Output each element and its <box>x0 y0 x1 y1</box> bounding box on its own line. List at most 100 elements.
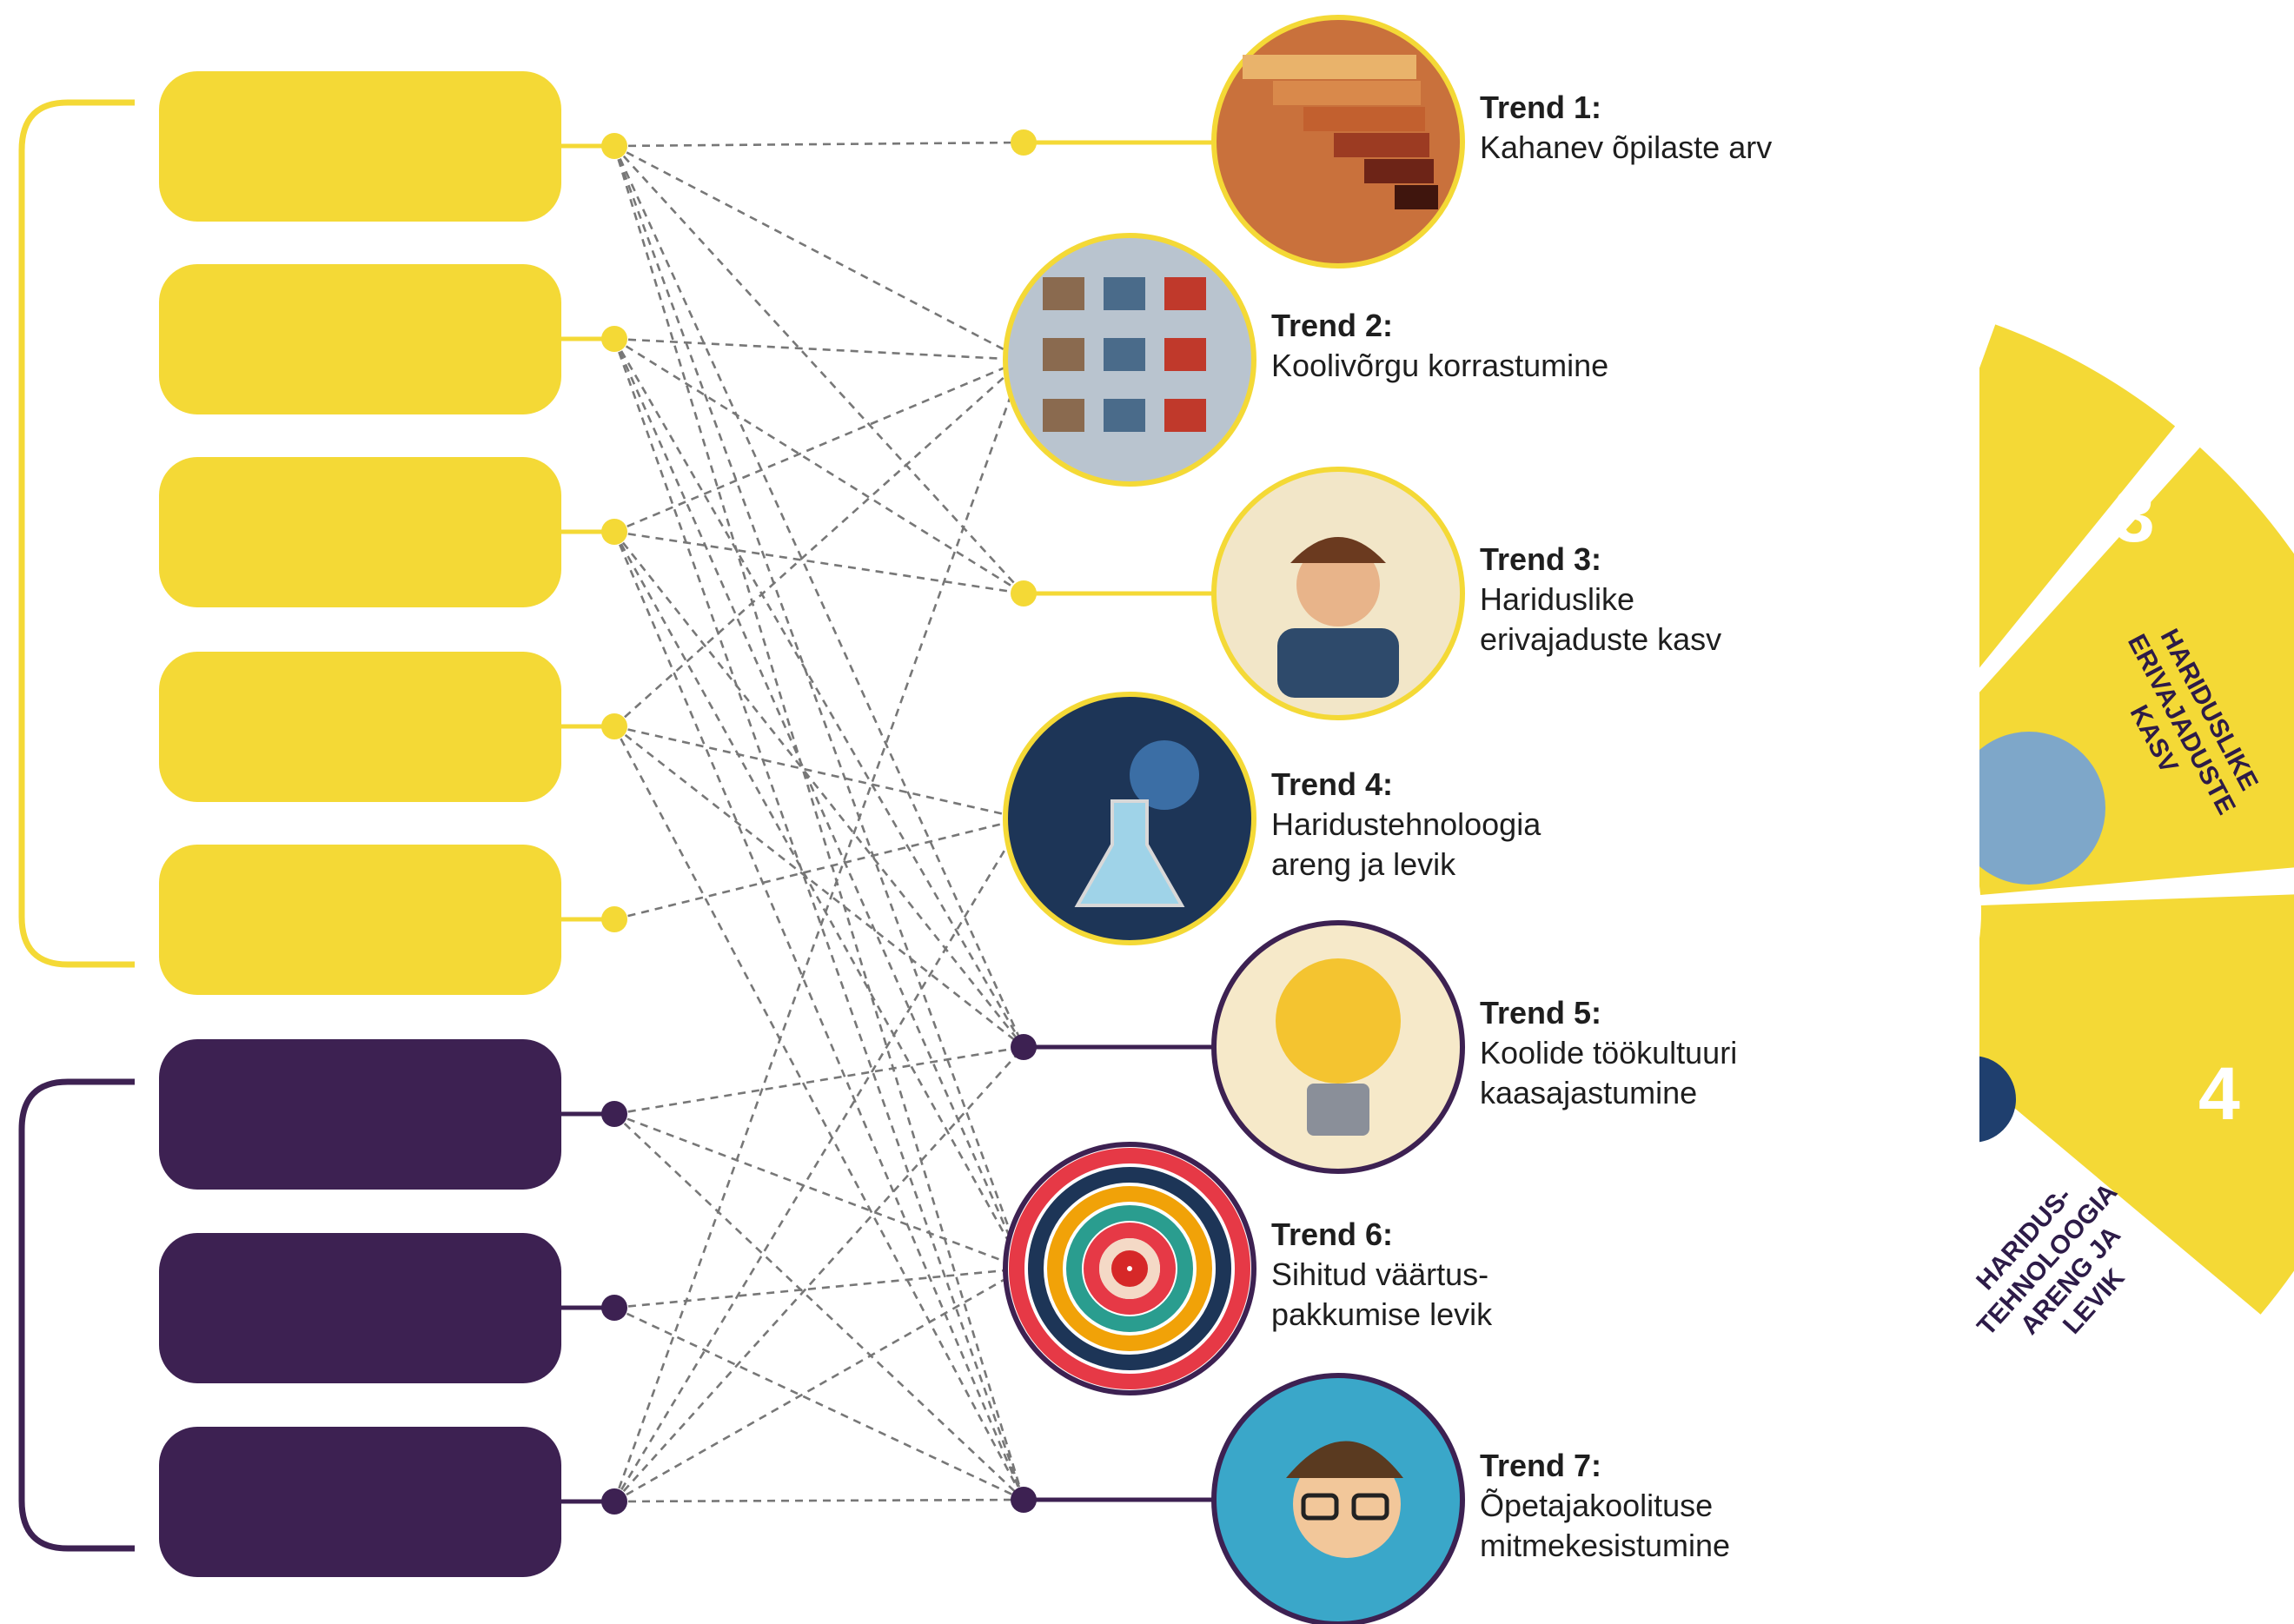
trend-title: Trend 5: <box>1480 995 1602 1031</box>
trend-title: Trend 3: <box>1480 541 1602 577</box>
connector-8-7 <box>613 1498 1024 1503</box>
connector-2-3 <box>613 337 1024 595</box>
student-with-symbols-icon <box>1211 467 1465 720</box>
bulb-glass <box>1276 958 1401 1084</box>
trend-description: Koolivõrgu korrastumine <box>1271 348 1609 383</box>
connector-5-4 <box>613 817 1024 921</box>
target-ring <box>1047 1186 1212 1351</box>
trend-description: Haridustehnoloogia areng ja levik <box>1271 806 1541 882</box>
stair-step <box>1243 55 1416 79</box>
connector-4-4 <box>613 725 1024 820</box>
connector-lines <box>561 129 1214 1515</box>
map-block <box>1043 399 1084 432</box>
connector-3-6 <box>613 531 1025 1269</box>
wheel-segment-number: 4 <box>2198 1052 2240 1136</box>
trend-images <box>1003 15 1465 1624</box>
connector-1-1 <box>613 141 1024 148</box>
science-lab-icon <box>1003 692 1256 945</box>
connector-8-5 <box>613 1046 1024 1502</box>
trend-description: Koolide töökultuuri kaasajastumine <box>1480 1035 1738 1110</box>
stair-step <box>1395 185 1438 209</box>
factor-dot-6 <box>601 1101 627 1127</box>
student-hair <box>1290 537 1386 563</box>
bulb-base <box>1307 1084 1369 1136</box>
factor-dot-1 <box>601 133 627 159</box>
factor-box-8 <box>159 1427 561 1577</box>
trend-2-text: Trend 2: Koolivõrgu korrastumine <box>1271 306 1608 386</box>
trend-dot-3 <box>1011 580 1037 607</box>
trend-title: Trend 6: <box>1271 1216 1394 1252</box>
connector-7-7 <box>613 1306 1024 1501</box>
connector-6-6 <box>613 1112 1024 1270</box>
map-block <box>1104 338 1145 371</box>
connector-3-2 <box>613 358 1024 534</box>
trend-title: Trend 4: <box>1271 766 1394 802</box>
map-block <box>1164 399 1206 432</box>
map-block <box>1104 277 1145 310</box>
factor-dot-4 <box>601 713 627 739</box>
map-block <box>1043 277 1084 310</box>
group-brackets <box>18 99 135 1552</box>
student-face <box>1296 543 1380 626</box>
target-ring <box>1066 1205 1193 1332</box>
factor-dot-2 <box>601 326 627 352</box>
trend-5-text: Trend 5: Koolide töökultuuri kaasajastumi… <box>1480 993 1737 1113</box>
connector-6-7 <box>613 1113 1024 1501</box>
map-block <box>1164 277 1206 310</box>
trend-description: Kahanev õpilaste arv <box>1480 129 1773 165</box>
factor-box-7 <box>159 1233 561 1383</box>
connector-3-5 <box>613 531 1025 1048</box>
target-ring <box>1111 1250 1148 1287</box>
target-icon <box>1003 1142 1256 1395</box>
trend-title: Trend 2: <box>1271 308 1394 343</box>
connector-2-7 <box>613 338 1025 1501</box>
map-block <box>1104 399 1145 432</box>
factor-dot-3 <box>601 519 627 545</box>
map-block <box>1164 338 1206 371</box>
connector-4-5 <box>613 725 1024 1049</box>
demand-bracket <box>18 99 135 968</box>
target-ring <box>1099 1238 1160 1299</box>
trend-dot-5 <box>1011 1034 1037 1060</box>
map-block <box>1043 338 1084 371</box>
trend-title: Trend 7: <box>1480 1448 1602 1483</box>
stair-step <box>1364 159 1434 183</box>
connector-1-2 <box>613 144 1024 361</box>
wheel-segment-number: 3 <box>2113 474 2155 558</box>
trend-3-text: Trend 3: Hariduslike erivajaduste kasv <box>1480 540 1721 660</box>
connector-8-4 <box>613 818 1025 1502</box>
trend-title: Trend 1: <box>1480 89 1602 125</box>
factor-box-1 <box>159 71 561 222</box>
connector-8-2 <box>613 359 1025 1502</box>
factor-box-4 <box>159 652 561 802</box>
target-ring <box>1084 1223 1176 1315</box>
stair-step <box>1273 81 1421 105</box>
factor-box-3 <box>159 457 561 607</box>
factor-box-2 <box>159 264 561 414</box>
student-body <box>1277 628 1399 698</box>
trend-7-text: Trend 7: Õpetajakoolituse mitmekesistumin… <box>1480 1446 1730 1566</box>
trend-dot-7 <box>1011 1487 1037 1513</box>
trend-description: Sihitud väärtus- pakkumise levik <box>1271 1256 1493 1332</box>
teacher-portrait-icon <box>1211 1373 1465 1624</box>
glasses-right <box>1351 1493 1389 1521</box>
connector-2-5 <box>613 338 1025 1048</box>
factor-box-6 <box>159 1039 561 1190</box>
target-ring <box>1009 1148 1250 1389</box>
target-ring <box>1028 1167 1231 1370</box>
stair-step <box>1334 133 1429 157</box>
trend-description: Hariduslike erivajaduste kasv <box>1480 581 1722 657</box>
trend-6-text: Trend 6: Sihitud väärtus- pakkumise levik <box>1271 1215 1492 1335</box>
connector-2-6 <box>613 338 1025 1269</box>
connector-1-6 <box>613 145 1025 1269</box>
wheel-segment-4 <box>1934 894 2294 1315</box>
connector-4-7 <box>613 726 1025 1501</box>
trend-description: Õpetajakoolituse mitmekesistumine <box>1480 1488 1731 1563</box>
factor-dot-5 <box>601 906 627 932</box>
staircase-people-icon <box>1211 15 1465 268</box>
factor-dot-7 <box>601 1295 627 1321</box>
school-network-map-icon <box>1003 233 1256 487</box>
teacher-hair <box>1286 1441 1403 1478</box>
lightbulb-icon <box>1211 920 1465 1174</box>
planet <box>1130 740 1199 810</box>
